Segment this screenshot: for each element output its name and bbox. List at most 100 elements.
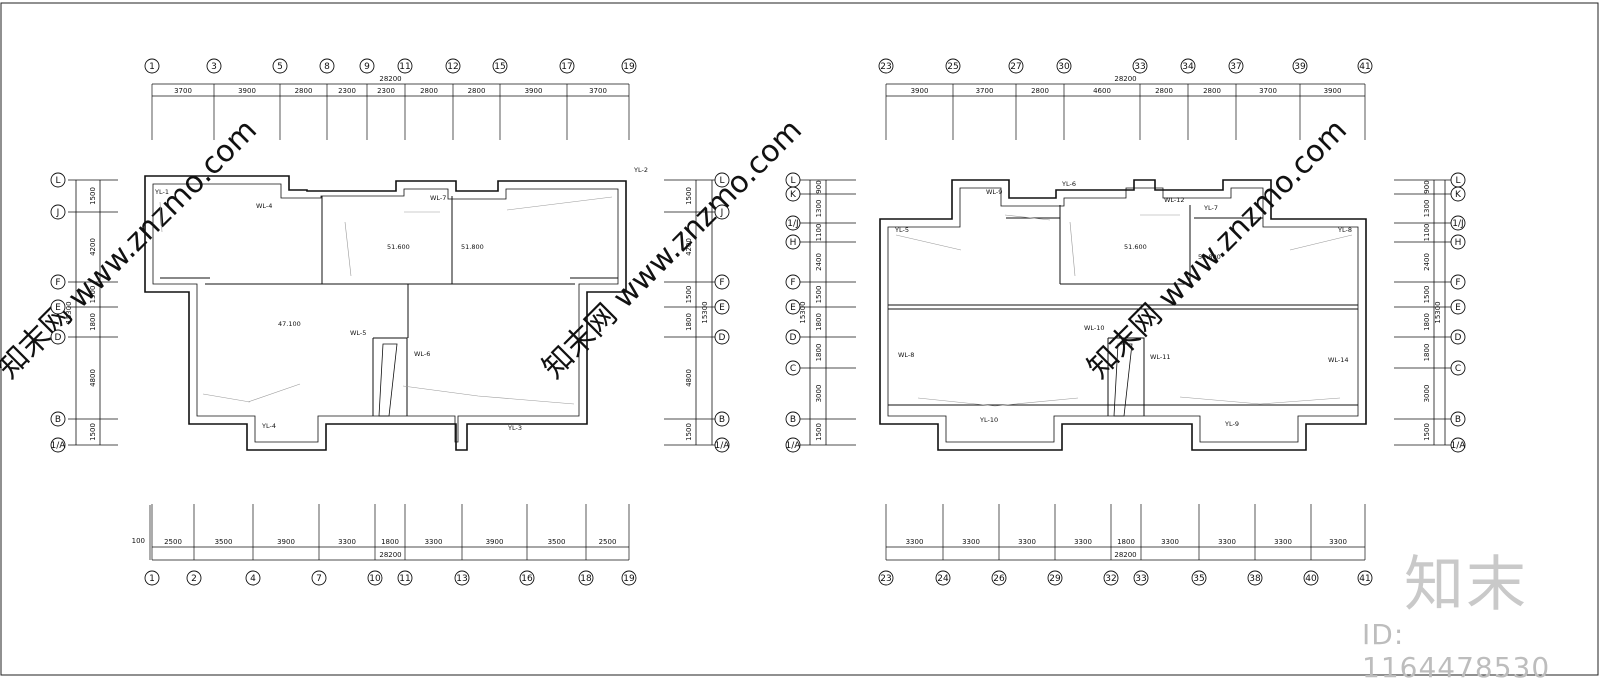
right-bottom-axis-32-label: 32 — [1105, 574, 1116, 584]
elevation-47100: 47.100 — [278, 320, 301, 328]
right-left-axis-D-circle — [785, 329, 801, 345]
left-left-axis-J-circle — [50, 204, 66, 220]
right-right-dim-6: 1800 — [1423, 344, 1431, 362]
elevation-51600-right: 51.600 — [1124, 243, 1147, 251]
right-bottom-axis-38-label: 38 — [1249, 574, 1261, 584]
right-left-axis-C-label: C — [790, 364, 796, 374]
left-right-dim-3: 1800 — [685, 313, 693, 331]
right-bottom-axis-24-circle — [935, 570, 951, 586]
left-right-dim-1: 4200 — [685, 238, 693, 256]
right-left-axis-L-label: L — [790, 176, 795, 186]
left-plan-tags: YL-1 YL-2 YL-3 YL-4 WL-4 WL-5 WL-6 WL-7 … — [154, 166, 648, 432]
right-top-dim-4: 2800 — [1155, 87, 1173, 95]
right-left-dim-5: 1800 — [815, 313, 823, 331]
elevation-51800: 51.800 — [461, 243, 484, 251]
left-bottom-axis-11-label: 11 — [399, 574, 410, 584]
right-left-axis-C-circle — [785, 360, 801, 376]
right-left-dim-6: 1800 — [815, 344, 823, 362]
watermark-brand: 知末 — [1404, 550, 1528, 620]
right-right-axis-L-label: L — [1455, 176, 1460, 186]
elevation-51800-right: 51.800 — [1198, 253, 1221, 261]
right-plan-inner-outline — [887, 187, 1359, 443]
right-top-axis-23-label: 23 — [880, 62, 891, 72]
left-left-axis-D-circle — [50, 329, 66, 345]
left-top-dim-7: 3900 — [525, 87, 543, 95]
left-top-axis-3-label: 3 — [211, 62, 217, 72]
left-top-axis-12-circle — [445, 58, 461, 74]
right-left-dim-3: 2400 — [815, 253, 823, 271]
right-top-dim-1: 3700 — [976, 87, 994, 95]
right-right-axis-1-J-circle — [1450, 215, 1466, 231]
left-bottom-axis-7-circle — [311, 570, 327, 586]
right-top-axis-25-circle — [945, 58, 961, 74]
left-bottom-axis-13-circle — [454, 570, 470, 586]
left-bottom-axis-18-circle — [578, 570, 594, 586]
left-left-dim-3: 1800 — [89, 313, 97, 331]
left-top-axis-19-circle — [621, 58, 637, 74]
right-bottom-axis-40-circle — [1303, 570, 1319, 586]
tag-wl6: WL-6 — [414, 350, 430, 358]
left-right-axis-E-label: E — [719, 303, 725, 313]
tag-wl7: WL-7 — [430, 194, 446, 202]
right-bottom-dim-5: 3300 — [1161, 538, 1179, 546]
right-left-dim-2: 1100 — [815, 224, 823, 242]
tag-yl6: YL-6 — [1061, 180, 1076, 188]
left-top-total: 28200 — [379, 75, 401, 83]
left-plan-inner-outline — [152, 183, 619, 443]
elevation-51600: 51.600 — [387, 243, 410, 251]
right-top-axis-27-circle — [1008, 58, 1024, 74]
right-left-dim-1: 1300 — [815, 200, 823, 218]
right-left-axis-K-label: K — [790, 190, 797, 200]
right-left-axis-B-label: B — [790, 415, 796, 425]
right-left-axis-1-J-circle — [785, 215, 801, 231]
left-right-axis-F-circle — [714, 274, 730, 290]
left-right-axis-B-label: B — [719, 415, 725, 425]
left-bottom-axis-19-circle — [621, 570, 637, 586]
left-top-dim-3: 2300 — [338, 87, 356, 95]
right-bottom-axis-24-label: 24 — [937, 574, 949, 584]
right-bottom-axis-38-circle — [1247, 570, 1263, 586]
right-right-axis-B-label: B — [1455, 415, 1461, 425]
left-left-axis-J-label: J — [56, 208, 60, 218]
tag-yl1: YL-1 — [154, 188, 169, 196]
right-right-total: 15300 — [1434, 301, 1442, 323]
left-right-axis-L-label: L — [719, 176, 724, 186]
right-right-dim-8: 1500 — [1423, 423, 1431, 441]
right-top-axis-25-label: 25 — [947, 62, 958, 72]
right-top-axis-23-circle — [878, 58, 894, 74]
left-left-axis-1-A-label: 1/A — [51, 441, 67, 451]
left-right-axis-L-circle — [714, 172, 730, 188]
right-bottom-dim-8: 3300 — [1329, 538, 1347, 546]
right-bottom-dim-3: 3300 — [1074, 538, 1092, 546]
right-plan-outline — [879, 179, 1367, 451]
left-bottom-dim-1: 3500 — [215, 538, 233, 546]
right-bottom-dim-6: 3300 — [1218, 538, 1236, 546]
tag-wl5: WL-5 — [350, 329, 366, 337]
left-top-dim-1: 3900 — [238, 87, 256, 95]
left-right-axis-1-A-circle — [714, 437, 730, 453]
right-right-axis-K-circle — [1450, 186, 1466, 202]
tag-wl8: WL-8 — [898, 351, 914, 359]
right-bottom-axis-26-label: 26 — [993, 574, 1005, 584]
right-top-axis-34-circle — [1180, 58, 1196, 74]
right-left-total: 15300 — [799, 301, 807, 323]
left-bottom-axis-1-circle — [144, 570, 160, 586]
right-left-axis-B-circle — [785, 411, 801, 427]
left-stair — [378, 343, 398, 417]
right-right-axis-H-label: H — [1455, 238, 1462, 248]
left-left-axis-L-label: L — [55, 176, 60, 186]
left-top-axis-12-label: 12 — [447, 62, 458, 72]
right-right-axis-C-circle — [1450, 360, 1466, 376]
left-left-axis-E-label: E — [55, 303, 61, 313]
right-bottom-axis-23-circle — [878, 570, 894, 586]
left-bottom-axis-18-label: 18 — [580, 574, 592, 584]
right-top-dim-3: 4600 — [1093, 87, 1111, 95]
left-top-dim-8: 3700 — [589, 87, 607, 95]
right-right-dim-4: 1500 — [1423, 286, 1431, 304]
right-plan-tags: YL-5 YL-6 YL-7 YL-8 YL-9 YL-10 WL-8 WL-9… — [894, 180, 1352, 428]
left-top-axis-5-label: 5 — [277, 62, 283, 72]
right-right-axis-H-circle — [1450, 234, 1466, 250]
right-left-axis-E-label: E — [790, 303, 796, 313]
left-left-dim-0: 1500 — [89, 187, 97, 205]
right-top-axis-41-circle — [1357, 58, 1373, 74]
